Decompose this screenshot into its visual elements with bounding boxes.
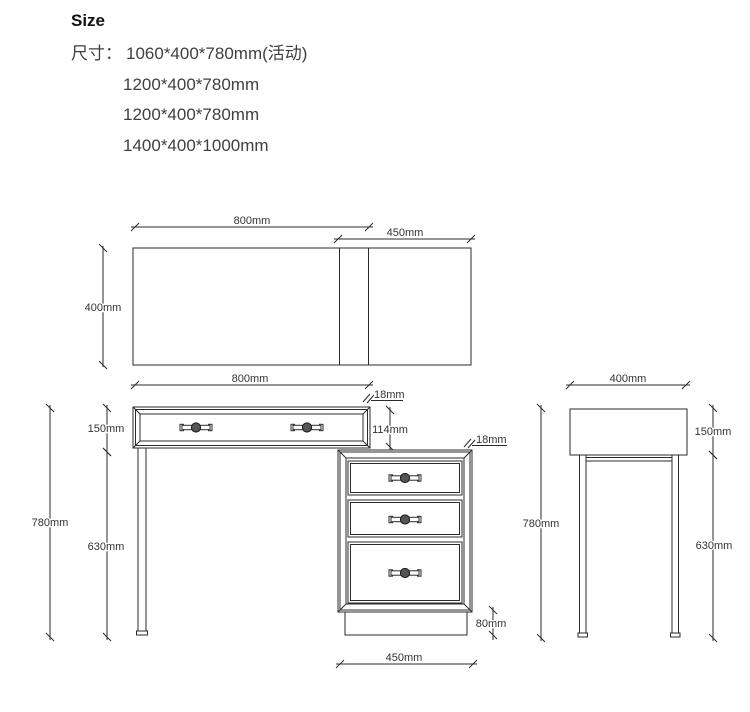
dim-top-width: 800mm — [130, 214, 374, 232]
dim-top-depth: 400mm — [83, 243, 123, 370]
dim-label-front-apron-height: 150mm — [88, 423, 125, 435]
desk-top-panel — [132, 406, 371, 449]
dim-label-side-total-height: 780mm — [523, 518, 560, 530]
leg-foot — [577, 632, 588, 638]
dim-front-total-height: 780mm — [30, 403, 70, 642]
size-row-2: 1200*400*780mm — [71, 70, 307, 101]
dim-side-apron-height: 150mm — [693, 403, 733, 460]
size-value-3: 1200*400*780mm — [123, 105, 260, 124]
dim-label-cabinet-width: 450mm — [386, 652, 423, 664]
dim-top-side-width: 450mm — [333, 226, 476, 244]
size-row-3: 1200*400*780mm — [71, 100, 307, 131]
leader-cabinet-thickness: 18mm — [463, 433, 508, 449]
dim-label-side-apron-height: 150mm — [695, 426, 732, 438]
leg-foot — [670, 632, 681, 638]
panel-mid-frame — [135, 409, 368, 446]
cabinet-drawer-2 — [347, 499, 463, 538]
desk-left-leg — [136, 447, 148, 636]
drawer-cabinet — [337, 449, 473, 636]
top-view: 800mm 450mm 400mm — [83, 214, 476, 370]
cabinet-base — [344, 611, 468, 636]
dim-label-front-width: 800mm — [232, 373, 269, 385]
panel-outer-frame — [132, 406, 371, 449]
dim-label-front-top-thickness: 18mm — [374, 389, 405, 401]
dim-side-depth: 400mm — [565, 372, 691, 390]
dim-cabinet-width: 450mm — [335, 651, 478, 669]
size-row-1: 尺寸：1060*400*780mm(活动) — [71, 39, 307, 70]
dim-label-top-width: 800mm — [234, 215, 271, 227]
dim-front-leg-height: 630mm — [86, 447, 126, 642]
dim-front-drawer-height: 114mm — [371, 405, 409, 452]
dim-front-width: 800mm — [130, 372, 374, 390]
cabinet-drawer-1 — [347, 460, 463, 496]
side-top-box — [569, 408, 688, 456]
dim-label-side-leg-height: 630mm — [696, 540, 733, 552]
dim-label-front-total-height: 780mm — [32, 517, 69, 529]
dim-label-side-depth: 400mm — [610, 373, 647, 385]
dim-label-top-side-width: 450mm — [387, 227, 424, 239]
dim-side-leg-height: 630mm — [694, 450, 734, 643]
side-stretcher — [585, 457, 673, 462]
size-value-4: 1400*400*1000mm — [123, 135, 269, 155]
dim-label-cabinet-base-height: 80mm — [476, 618, 507, 630]
dim-front-apron-height: 150mm — [86, 403, 126, 457]
dim-label-top-depth: 400mm — [85, 302, 122, 314]
dim-label-front-drawer-height: 114mm — [372, 424, 408, 436]
dim-label-front-leg-height: 630mm — [88, 541, 125, 553]
side-left-leg — [577, 454, 588, 638]
leg-foot — [136, 630, 148, 636]
dim-side-total-height: 780mm — [521, 403, 561, 643]
size-label: 尺寸： — [71, 44, 122, 63]
size-value-2: 1200*400*780mm — [123, 74, 260, 94]
side-view: 400mm 780mm 150mm — [521, 372, 734, 643]
dim-label-cabinet-thickness: 18mm — [476, 434, 507, 446]
cabinet-mid-frame — [339, 451, 471, 611]
cabinet-inner-frame — [345, 457, 465, 605]
size-title: Size — [71, 11, 106, 30]
size-value-1: 1060*400*780mm(活动) — [126, 44, 308, 63]
size-header: Size 尺寸：1060*400*780mm(活动) 1200*400*780m… — [71, 11, 307, 161]
size-row-4: 1400*400*1000mm — [71, 131, 307, 162]
cabinet-drawer-3 — [347, 541, 463, 604]
dim-cabinet-base-height: 80mm — [474, 605, 508, 640]
leader-front-top-thickness: 18mm — [362, 388, 406, 404]
side-right-leg — [670, 454, 681, 638]
front-view: 800mm 18mm — [30, 372, 508, 669]
panel-drawer-face — [139, 413, 364, 442]
top-view-outline — [132, 247, 472, 366]
